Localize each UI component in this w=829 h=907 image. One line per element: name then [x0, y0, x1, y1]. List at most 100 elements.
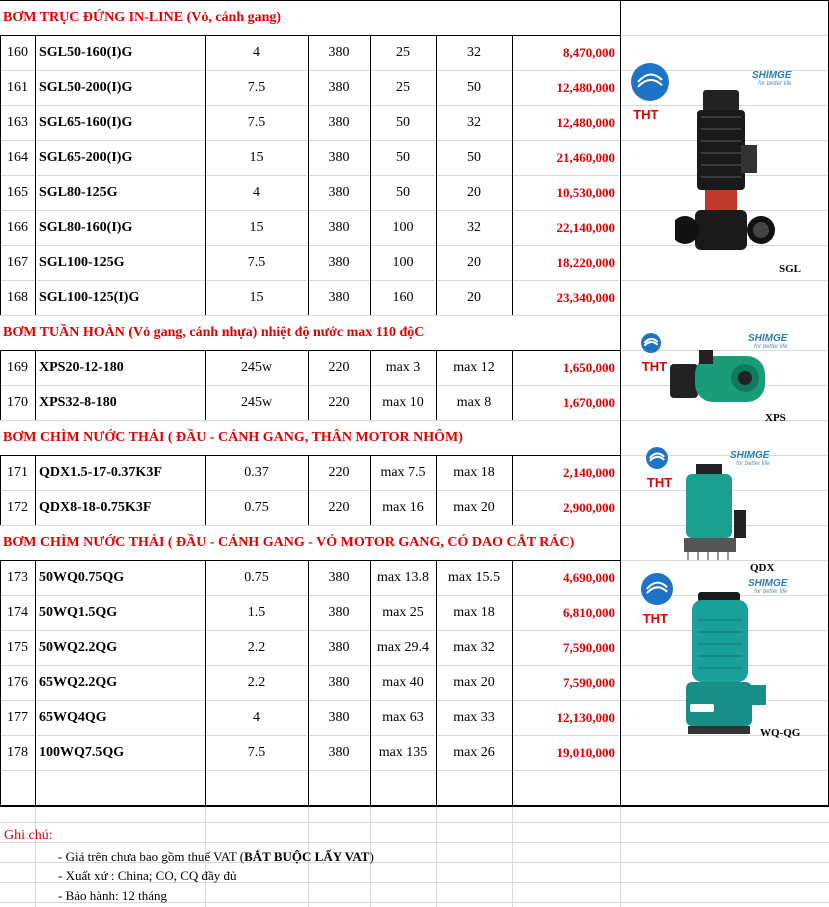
grid-line	[0, 70, 829, 71]
section-title: BƠM TUẦN HOÀN (Vỏ gang, cánh nhựa) nhiệt…	[3, 324, 425, 340]
cell-no: 171	[7, 464, 28, 480]
cell-head: 50	[467, 79, 481, 95]
cell-flow: 50	[396, 184, 410, 200]
grid-line	[0, 420, 829, 421]
cell-volt: 380	[328, 149, 350, 165]
grid-line	[370, 805, 371, 907]
cell-model: 65WQ2.2QG	[39, 674, 118, 690]
cell-head: 20	[467, 184, 481, 200]
column-border	[436, 455, 437, 525]
note-item: - Giá trên chưa bao gồm thuế VAT (BẮT BU…	[58, 849, 374, 865]
cell-model: SGL50-160(I)G	[39, 44, 133, 60]
shimge-tagline: for better life	[754, 589, 788, 595]
cell-no: 170	[7, 394, 28, 410]
tht-swirl-icon	[646, 447, 668, 469]
cell-flow: max 13.8	[376, 569, 430, 585]
tht-logo-text: THT	[633, 107, 659, 122]
column-border	[0, 35, 1, 315]
section-border	[0, 455, 620, 456]
cell-volt: 380	[328, 79, 350, 95]
grid-line	[0, 665, 829, 666]
tht-logo-text: THT	[641, 359, 668, 374]
cell-volt: 380	[328, 674, 350, 690]
cell-no: 167	[7, 254, 28, 270]
shimge-tagline: for better life	[758, 81, 792, 87]
product-caption: QDX	[750, 562, 775, 574]
section-title: BƠM CHÌM NƯỚC THẢI ( ĐẦU - CÁNH GANG - V…	[3, 534, 575, 550]
cell-flow: 25	[396, 44, 410, 60]
cell-volt: 380	[328, 604, 350, 620]
column-border	[308, 350, 309, 420]
cell-no: 168	[7, 289, 28, 305]
grid-line	[0, 385, 829, 386]
qdx-pump-image	[678, 462, 758, 567]
cell-price: 8,470,000	[563, 44, 615, 60]
cell-model: XPS20-12-180	[39, 359, 124, 375]
cell-volt: 220	[328, 499, 350, 515]
cell-head: max 20	[453, 499, 495, 515]
grid-line	[0, 525, 829, 526]
section-border	[0, 0, 620, 1]
cell-price: 7,590,000	[563, 674, 615, 690]
cell-price: 21,460,000	[556, 149, 616, 165]
cell-flow: 50	[396, 114, 410, 130]
grid-line	[0, 630, 829, 631]
cell-head: 20	[467, 289, 481, 305]
cell-price: 12,480,000	[556, 114, 616, 130]
sgl-pump-image	[671, 85, 775, 265]
cell-flow: max 135	[378, 744, 428, 760]
cell-volt: 380	[328, 709, 350, 725]
table-bottom-border	[0, 805, 829, 807]
grid-line	[0, 902, 829, 903]
cell-flow: max 16	[382, 499, 424, 515]
cell-model: QDX1.5-17-0.37K3F	[39, 464, 162, 480]
cell-head: max 33	[453, 709, 495, 725]
column-border	[35, 560, 36, 805]
cell-flow: 100	[392, 219, 414, 235]
grid-line	[0, 245, 829, 246]
cell-no: 165	[7, 184, 28, 200]
note-text: - Xuất xứ : China; CO, CQ đầy đủ	[58, 868, 237, 883]
cell-no: 176	[7, 674, 28, 690]
cell-head: max 18	[453, 604, 495, 620]
cell-power: 15	[249, 149, 264, 165]
cell-head: max 8	[456, 394, 492, 410]
cell-power: 245w	[240, 394, 273, 410]
cell-model: XPS32-8-180	[39, 394, 117, 410]
table-top-border	[620, 0, 829, 1]
cell-flow: max 7.5	[380, 464, 426, 480]
product-caption: XPS	[765, 412, 786, 424]
tht-swirl-icon	[631, 63, 669, 101]
grid-line	[0, 280, 829, 281]
cell-power: 2.2	[247, 639, 266, 655]
cell-power: 1.5	[247, 604, 266, 620]
column-border	[0, 350, 1, 420]
cell-power: 7.5	[247, 744, 266, 760]
cell-volt: 380	[328, 639, 350, 655]
cell-model: 50WQ1.5QG	[39, 604, 118, 620]
column-border	[512, 560, 513, 805]
cell-flow: max 29.4	[376, 639, 430, 655]
cell-price: 2,140,000	[563, 464, 615, 480]
column-border	[512, 350, 513, 420]
grid-line	[0, 770, 829, 771]
cell-model: SGL65-200(I)G	[39, 149, 133, 165]
cell-volt: 220	[328, 394, 350, 410]
cell-volt: 380	[328, 289, 350, 305]
cell-head: max 12	[453, 359, 495, 375]
cell-no: 163	[7, 114, 28, 130]
column-border	[35, 350, 36, 420]
cell-flow: max 40	[382, 674, 424, 690]
grid-line	[512, 805, 513, 907]
cell-price: 23,340,000	[556, 289, 616, 305]
cell-price: 1,650,000	[563, 359, 615, 375]
cell-flow: 100	[392, 254, 414, 270]
xps-pump-image	[665, 342, 775, 417]
tht-logo: THT	[640, 572, 674, 626]
cell-no: 166	[7, 219, 28, 235]
column-border	[370, 35, 371, 315]
cell-power: 245w	[240, 359, 273, 375]
